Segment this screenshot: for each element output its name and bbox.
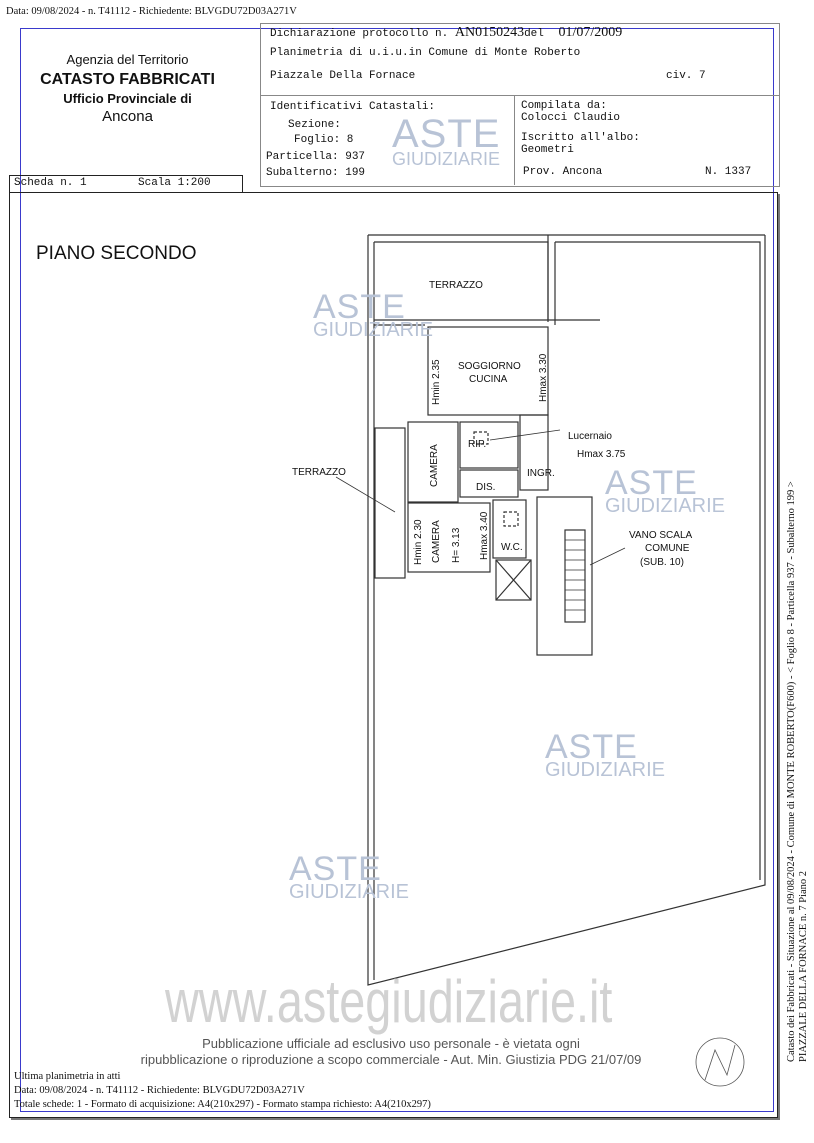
floor-title: PIANO SECONDO — [36, 243, 197, 264]
room-rip — [459, 421, 519, 469]
terrace-strip — [374, 427, 406, 579]
agency-block: Agenzia del Territorio CATASTO FABBRICAT… — [20, 52, 235, 125]
label-wc: W.C. — [501, 542, 523, 553]
request-info: Data: 09/08/2024 - n. T41112 - Richieden… — [6, 6, 297, 17]
label-hmin-soggiorno: Hmin 2.35 — [431, 359, 442, 405]
label-terrazzo-top: TERRAZZO — [429, 280, 483, 291]
particella: Particella: 937 — [266, 151, 366, 163]
side-caption-1: Catasto dei Fabbricati - Situazione al 0… — [786, 481, 797, 1062]
catasto-title: CATASTO FABBRICATI — [40, 71, 215, 88]
header-box — [260, 23, 780, 187]
room-wc — [492, 499, 527, 559]
iscritto-value: Geometri — [521, 144, 574, 156]
terrace-wall — [547, 235, 556, 325]
label-comune: COMUNE — [645, 543, 690, 554]
publication-notice: Pubblicazione ufficiale ad esclusivo uso… — [96, 1036, 686, 1068]
side-caption-2: PIAZZALE DELLA FORNACE n. 7 Piano 2 — [798, 870, 809, 1062]
compilata-name: Colocci Claudio — [521, 112, 621, 124]
label-hmax-camera: Hmax 3.40 — [479, 511, 490, 560]
compilata: Compilata da: Colocci Claudio — [521, 100, 620, 124]
lift — [495, 559, 532, 601]
label-vano-scala: VANO SCALA — [629, 530, 692, 541]
label-camera-1: CAMERA — [429, 444, 440, 487]
iscritto-label: Iscritto all'albo: — [521, 132, 640, 144]
scale: Scala 1:200 — [138, 177, 211, 189]
building-outline — [367, 234, 766, 986]
address: Piazzale Della Fornace — [270, 70, 416, 82]
iscritto: Iscritto all'albo: Geometri — [521, 132, 640, 156]
stair-steps — [565, 539, 585, 611]
divider — [260, 95, 779, 96]
label-lucernaio: Lucernaio — [568, 431, 612, 442]
footer-data: Data: 09/08/2024 - n. T41112 - Richieden… — [14, 1085, 305, 1096]
label-hmax-lucernaio: Hmax 3.75 — [577, 449, 626, 460]
terrace-edge — [374, 319, 600, 326]
room-soggiorno — [427, 326, 549, 416]
identificativi-label: Identificativi Catastali: — [270, 101, 436, 113]
label-ingr: INGR. — [527, 468, 555, 479]
leader-lines — [335, 429, 626, 566]
del-label: del — [524, 28, 544, 40]
label-terrazzo-left: TERRAZZO — [292, 467, 346, 478]
footer-totale: Totale schede: 1 - Formato di acquisizio… — [14, 1099, 431, 1110]
protocol-date: 01/07/2009 — [558, 25, 623, 40]
skylight — [473, 431, 489, 445]
sezione: Sezione: — [288, 119, 341, 131]
room-camera-2 — [407, 502, 491, 573]
label-rip: RIP. — [468, 439, 486, 450]
room-dis — [459, 469, 519, 498]
room-ingr — [519, 414, 549, 491]
protocol-label: Dichiarazione protocollo n. — [270, 28, 449, 40]
label-hmin-camera: Hmin 2.30 — [413, 519, 424, 565]
ultima-planimetria: Ultima planimetria in atti — [14, 1071, 121, 1082]
label-soggiorno: SOGGIORNO — [458, 361, 521, 372]
label-camera-2: CAMERA — [431, 520, 442, 563]
north-arrow-icon — [695, 1037, 745, 1087]
wc-skylight — [503, 511, 519, 527]
publication-notice-2: ripubblicazione o riproduzione a scopo c… — [140, 1052, 642, 1067]
label-h-camera: H= 3.13 — [451, 527, 462, 563]
stair-well — [536, 496, 593, 656]
subalterno: Subalterno: 199 — [266, 167, 366, 179]
province: Prov. Ancona — [523, 166, 603, 178]
stair-flight — [564, 529, 586, 623]
planimetria: Planimetria di u.i.u.in Comune di Monte … — [270, 47, 581, 59]
drawing-sheet — [9, 192, 778, 1118]
print-frame — [20, 28, 774, 1112]
inner-outline — [373, 241, 761, 980]
office: Ufficio Provinciale di — [63, 91, 192, 106]
protocol-line: Dichiarazione protocollo n. AN0150243del… — [270, 25, 622, 41]
lift-cross — [495, 559, 532, 601]
label-sub: (SUB. 10) — [640, 557, 684, 568]
room-camera-1 — [407, 421, 459, 503]
label-hmax-soggiorno: Hmax 3.30 — [538, 353, 549, 402]
civic-number: civ. 7 — [666, 70, 706, 82]
label-cucina: CUCINA — [469, 374, 508, 385]
compilata-label: Compilata da: — [521, 100, 607, 112]
publication-notice-1: Pubblicazione ufficiale ad esclusivo uso… — [202, 1036, 580, 1051]
office-city: Ancona — [102, 108, 153, 125]
label-dis: DIS. — [476, 482, 495, 493]
divider — [514, 95, 515, 185]
registration-number: N. 1337 — [705, 166, 752, 178]
foglio: Foglio: 8 — [294, 134, 354, 146]
agency-name: Agenzia del Territorio — [66, 52, 189, 67]
scheda: Scheda n. 1 — [14, 177, 87, 189]
protocol-number: AN0150243 — [454, 25, 525, 40]
